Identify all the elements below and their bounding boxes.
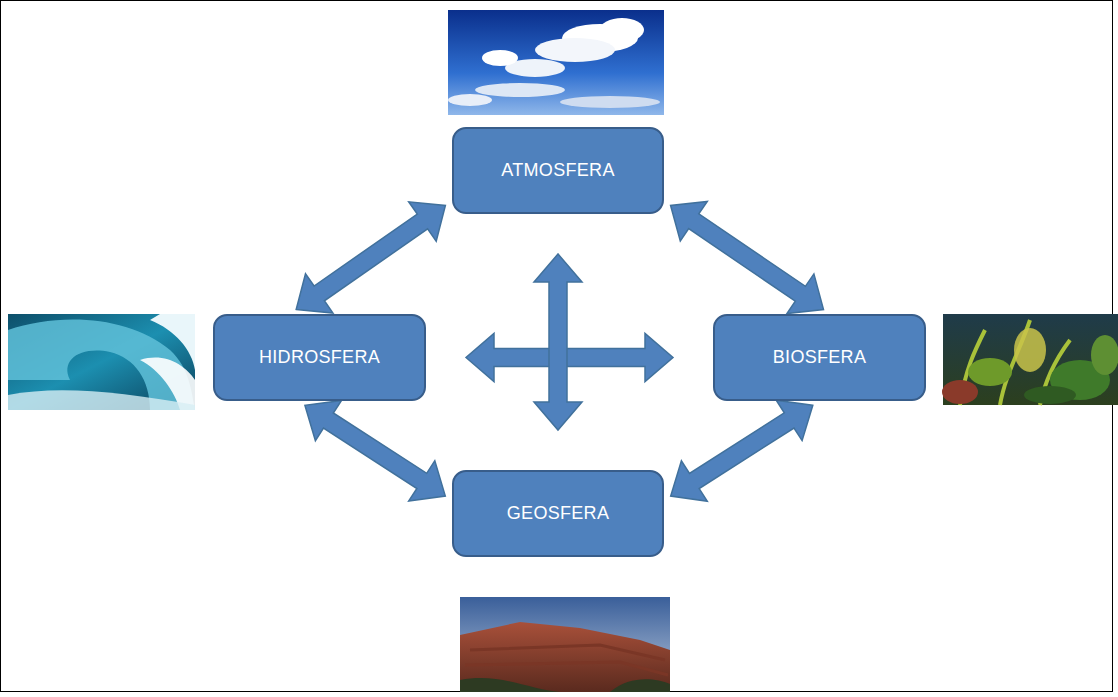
sphere-box: ATMOSFERA xyxy=(452,127,664,214)
box-label: BIOSFERA xyxy=(773,347,866,368)
sphere-box: BIOSFERA xyxy=(713,314,926,401)
block-arrow xyxy=(466,334,673,382)
box-label: HIDROSFERA xyxy=(259,347,380,368)
block-arrow xyxy=(305,400,445,501)
block-arrow xyxy=(671,400,813,501)
box-label: ATMOSFERA xyxy=(501,160,614,181)
block-arrow xyxy=(534,254,582,430)
sphere-box: GEOSFERA xyxy=(452,470,664,557)
wave-photo xyxy=(8,314,195,410)
block-arrow xyxy=(296,202,445,313)
sphere-box: HIDROSFERA xyxy=(213,314,426,401)
block-arrow xyxy=(671,201,824,313)
sky-photo xyxy=(448,10,664,115)
rock-photo xyxy=(460,597,670,692)
plants-photo xyxy=(942,314,1118,405)
box-label: GEOSFERA xyxy=(507,503,609,524)
